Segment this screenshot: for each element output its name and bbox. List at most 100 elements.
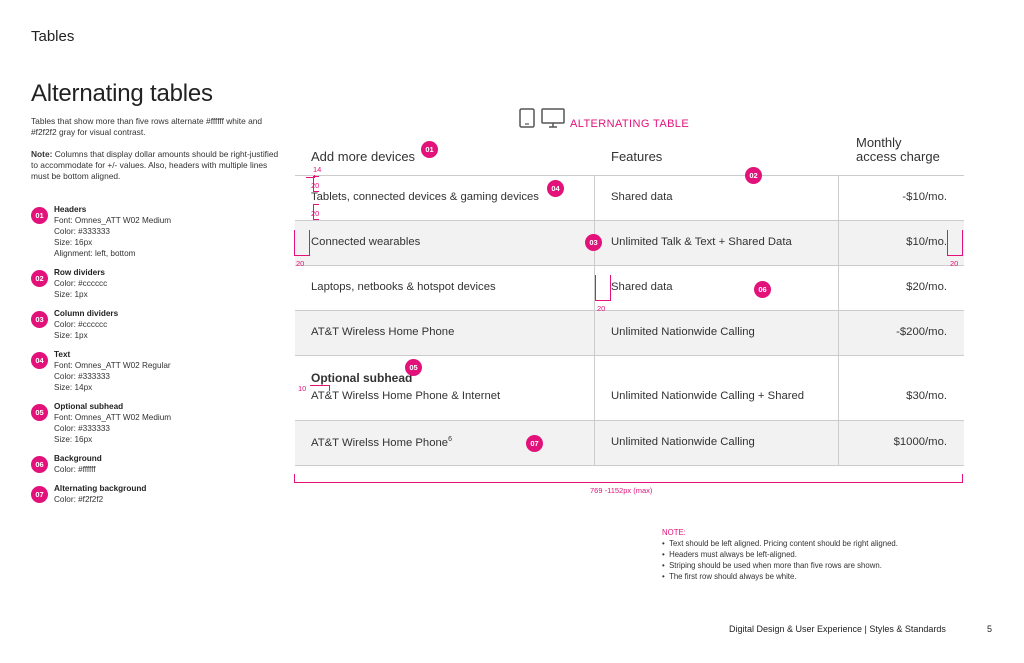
table-row: AT&T Wireless Home Phone Unlimited Natio… <box>295 311 964 356</box>
measure-label: 20 <box>296 259 305 268</box>
legend-title: Background <box>54 454 102 463</box>
legend-title: Headers <box>54 205 87 214</box>
table-cell: Unlimited Nationwide Calling <box>611 436 755 448</box>
table-cell-price: -$10/mo. <box>902 191 947 203</box>
note-item: • Text should be left aligned. Pricing c… <box>662 539 898 548</box>
page-title: Alternating tables <box>31 80 213 107</box>
measure-label: 20 <box>311 181 320 190</box>
table-row: AT&T Wirelss Home Phone6 Unlimited Natio… <box>295 421 964 466</box>
marker-03: 03 <box>585 234 602 251</box>
legend-title: Optional subhead <box>54 402 124 411</box>
measure-bracket <box>595 275 611 301</box>
intro-text: Tables that show more than five rows alt… <box>31 116 263 137</box>
footnote-superscript: 6 <box>448 436 452 443</box>
legend-badge: 06 <box>31 456 48 473</box>
table-cell: Laptops, netbooks & hotspot devices <box>311 281 496 293</box>
table-cell: Unlimited Talk & Text + Shared Data <box>611 236 792 248</box>
note-label: Note: <box>31 149 53 159</box>
table-cell: Connected wearables <box>311 236 421 248</box>
table-cell: AT&T Wirelss Home Phone6 <box>311 436 452 449</box>
note-item: • The first row should always be white. <box>662 572 797 581</box>
legend-item-optional-subhead: 05 Optional subhead Font: Omnes_ATT W02 … <box>31 401 271 445</box>
legend-item-column-dividers: 03 Column dividers Color: #cccccc Size: … <box>31 308 271 341</box>
measure-bracket <box>313 204 319 220</box>
header-features: Features <box>611 149 663 164</box>
measure-label: 10 <box>298 384 307 393</box>
monitor-icon <box>541 108 565 128</box>
legend-title: Row dividers <box>54 268 105 277</box>
measure-bracket <box>310 385 330 391</box>
note-item-text: The first row should always be white. <box>669 572 797 581</box>
legend-line: Size: 1px <box>54 331 88 340</box>
legend-line: Font: Omnes_ATT W02 Medium <box>54 413 172 422</box>
header-line: Monthly <box>856 135 902 150</box>
legend-badge: 03 <box>31 311 48 328</box>
legend-line: Size: 16px <box>54 435 93 444</box>
measure-bracket <box>294 230 310 256</box>
optional-subhead: Optional subhead <box>311 371 413 385</box>
note-item: • Striping should be used when more than… <box>662 561 882 570</box>
table-cell-price: $1000/mo. <box>893 436 947 448</box>
legend-title: Alternating background <box>54 484 147 493</box>
measure-bracket <box>313 176 319 192</box>
legend-item-headers: 01 Headers Font: Omnes_ATT W02 Medium Co… <box>31 204 271 259</box>
section-title: Tables <box>31 28 75 45</box>
table-cell-price: $30/mo. <box>906 390 947 402</box>
header-line: access charge <box>856 149 940 164</box>
table-cell: AT&T Wireless Home Phone <box>311 326 455 338</box>
legend-line: Font: Omnes_ATT W02 Medium <box>54 216 172 225</box>
device-icons <box>519 108 565 128</box>
marker-05: 05 <box>405 359 422 376</box>
legend-item-background: 06 Background Color: #ffffff <box>31 453 271 475</box>
legend-item-text: 04 Text Font: Omnes_ATT W02 Regular Colo… <box>31 349 271 393</box>
table-cell: Unlimited Nationwide Calling + Shared <box>611 390 805 402</box>
note-heading: NOTE: <box>662 528 686 537</box>
note-item-text: Striping should be used when more than f… <box>669 561 882 570</box>
marker-02: 02 <box>745 167 762 184</box>
table-cell: Shared data <box>611 281 673 293</box>
legend-badge: 02 <box>31 270 48 287</box>
table-cell: AT&T Wirelss Home Phone & Internet <box>311 390 501 402</box>
note-text: Note: Columns that display dollar amount… <box>31 149 281 182</box>
column-divider <box>594 176 595 466</box>
measure-label: 14 <box>313 165 322 174</box>
tablet-icon <box>519 108 535 128</box>
legend-line: Size: 1px <box>54 290 88 299</box>
bottom-note: NOTE: • Text should be left aligned. Pri… <box>662 527 898 582</box>
page-number: 5 <box>987 624 993 634</box>
legend-line: Size: 14px <box>54 383 93 392</box>
marker-01: 01 <box>421 141 438 158</box>
alternating-table-label: ALTERNATING TABLE <box>570 118 690 130</box>
note-item: • Headers must always be left-aligned. <box>662 550 797 559</box>
legend-line: Alignment: left, bottom <box>54 249 136 258</box>
legend-badge: 01 <box>31 207 48 224</box>
legend-line: Color: #cccccc <box>54 279 108 288</box>
measure-bracket <box>947 230 963 256</box>
measure-label: 20 <box>311 209 320 218</box>
legend-title: Text <box>54 350 71 359</box>
legend-line: Font: Omnes_ATT W02 Regular <box>54 361 171 370</box>
legend-title: Column dividers <box>54 309 119 318</box>
measure-label: 20 <box>950 259 959 268</box>
legend-line: Color: #ffffff <box>54 465 96 474</box>
legend-item-alternating-background: 07 Alternating background Color: #f2f2f2 <box>31 483 271 505</box>
footer-text: Digital Design & User Experience | Style… <box>729 624 946 634</box>
table-cell-price: -$200/mo. <box>896 326 947 338</box>
cell-text: AT&T Wirelss Home Phone <box>311 436 449 449</box>
table-cell: Unlimited Nationwide Calling <box>611 326 755 338</box>
measure-label: 20 <box>597 304 606 313</box>
marker-04: 04 <box>547 180 564 197</box>
table-row: Laptops, netbooks & hotspot devices Shar… <box>295 266 964 311</box>
marker-07: 07 <box>526 435 543 452</box>
width-bracket <box>294 474 963 483</box>
note-item-text: Text should be left aligned. Pricing con… <box>669 539 898 548</box>
legend-line: Color: #333333 <box>54 424 110 433</box>
column-divider <box>838 176 839 466</box>
table-cell: Tablets, connected devices & gaming devi… <box>311 191 539 203</box>
legend-line: Color: #333333 <box>54 227 110 236</box>
table-row-with-subhead: Optional subhead AT&T Wirelss Home Phone… <box>295 356 964 421</box>
legend-badge: 04 <box>31 352 48 369</box>
width-label: 769 -1152px (max) <box>590 486 653 495</box>
